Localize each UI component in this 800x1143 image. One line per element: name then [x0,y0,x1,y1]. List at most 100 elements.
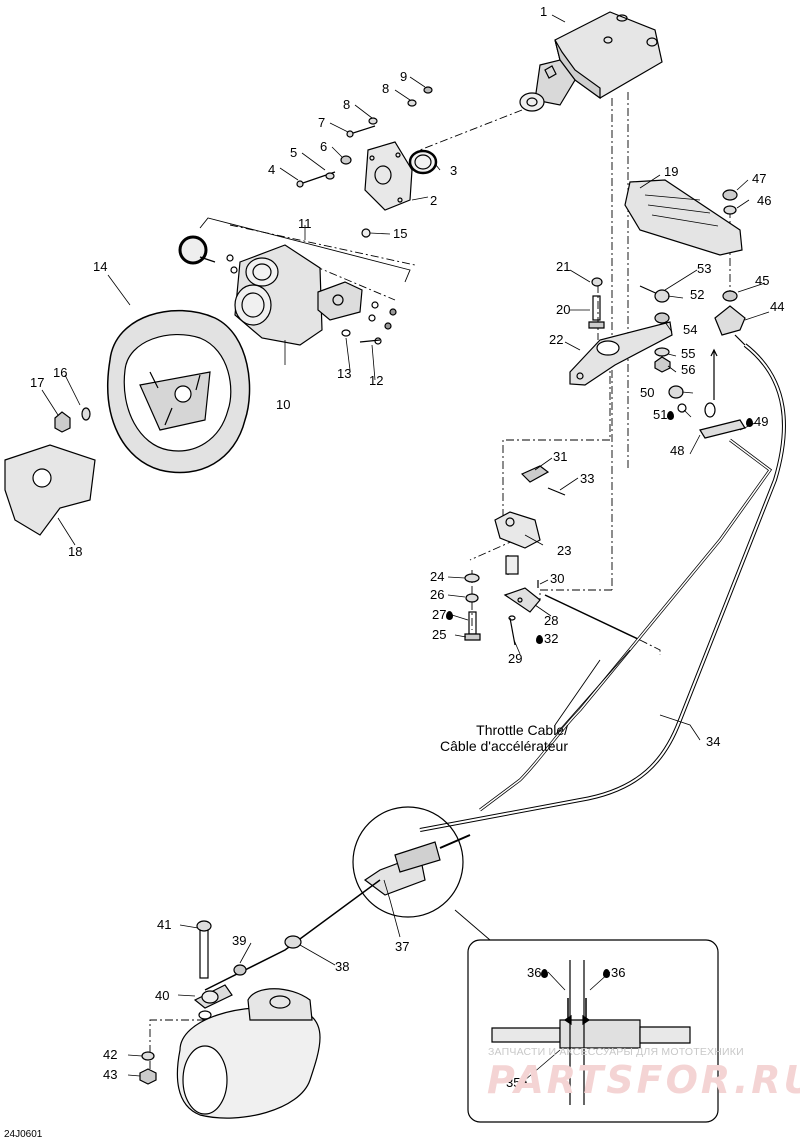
steering-wheel [107,309,251,474]
callout-2: 2 [430,193,438,208]
drop-icon [520,1079,528,1088]
callout-21: 21 [556,259,571,274]
drop-icon [446,611,454,620]
o-ring [408,149,438,175]
callout-43: 43 [103,1067,118,1082]
callout-39: 39 [232,933,247,948]
callout-8b: 8 [382,81,390,96]
callout-24: 24 [430,569,445,584]
diagram-code: 24J0601 [4,1129,43,1140]
callout-53: 53 [697,261,712,276]
callout-11: 11 [298,216,312,231]
callout-48: 48 [670,443,685,458]
wheel-nut [54,407,91,433]
callout-16: 16 [53,365,68,380]
bolt-20 [588,277,605,329]
callout-29: 29 [508,651,523,666]
callout-32-label: 32 [544,631,559,646]
drop-icon [536,635,543,644]
center-pad [4,444,96,536]
callout-46: 46 [757,193,772,208]
watermark-caption: ЗАПЧАСТИ И АКСЕССУАРЫ ДЛЯ МОТОТЕХНИКИ [488,1046,744,1058]
callout-32: 32 [536,632,558,646]
callout-22: 22 [549,332,564,347]
callout-55: 55 [681,346,696,361]
mounting-bracket [364,141,413,211]
callout-9: 9 [400,69,408,84]
callout-10: 10 [276,397,291,412]
watermark-logo: PARTSFOR.RU [487,1058,800,1102]
callout-30: 30 [550,571,565,586]
callout-27-label: 27 [432,607,447,622]
callout-41: 41 [157,917,172,932]
callout-18: 18 [68,544,83,559]
throttle-leaders [554,649,631,736]
callout-42: 42 [103,1047,118,1062]
callout-15: 15 [393,226,408,241]
leader-lines [41,14,770,1081]
callout-49-label: 49 [754,414,769,429]
callout-51-label: 51 [653,407,668,422]
callout-13: 13 [337,366,352,381]
callout-5: 5 [290,145,298,160]
callout-17: 17 [30,375,45,390]
callout-27: 27 [432,608,454,622]
callout-56: 56 [681,362,696,377]
callout-54: 54 [683,322,698,337]
callout-47: 47 [752,171,767,186]
callout-36a: 36 [527,966,549,980]
callout-14: 14 [93,259,108,274]
drop-icon [667,411,675,420]
callout-28: 28 [544,613,559,628]
callout-12: 12 [369,373,384,388]
callout-3: 3 [450,163,458,178]
callout-45: 45 [755,273,770,288]
callout-1: 1 [540,4,548,19]
throttle-cable [419,343,786,832]
nozzle-assembly [139,879,381,1119]
detail-circle [352,806,491,941]
drop-icon [746,418,753,427]
callout-33: 33 [580,471,595,486]
callout-36b-label: 36 [611,965,626,980]
callout-40: 40 [155,988,170,1003]
drop-icon [541,969,549,978]
callout-26: 26 [430,587,445,602]
throttle-cable-label: Throttle Cable/ Câble d'accélérateur [388,722,568,754]
hardware-4-9 [296,86,433,238]
callout-20: 20 [556,302,571,317]
callout-35-label: 35 [506,1075,521,1090]
lever-22 [569,321,673,386]
callout-6: 6 [320,139,328,154]
callout-19: 19 [664,164,679,179]
steering-column-housing [519,11,663,112]
throttle-cable-label-fr: Câble d'accélérateur [440,738,568,754]
callout-50: 50 [640,385,655,400]
cable-end-44 [714,290,746,346]
column-cover [178,235,397,346]
callout-51: 51 [653,408,675,422]
callout-7: 7 [318,115,326,130]
callout-38: 38 [335,959,350,974]
throttle-lever-group [464,465,641,646]
callout-4: 4 [268,162,276,177]
callout-36b: 36 [603,966,625,980]
callout-23: 23 [557,543,572,558]
callout-52: 52 [690,287,705,302]
callout-34: 34 [706,734,721,749]
lever-plate [624,179,743,256]
callout-35: 35 [506,1076,528,1090]
callout-36a-label: 36 [527,965,542,980]
callout-25: 25 [432,627,447,642]
callout-8: 8 [343,97,351,112]
throttle-cable-label-en: Throttle Cable/ [476,722,568,738]
callout-44: 44 [770,299,785,314]
callout-37: 37 [395,939,410,954]
callout-49: 49 [746,415,768,429]
guide-lines [149,92,731,1080]
callout-31: 31 [553,449,568,464]
drop-icon [603,969,610,978]
inset-detail-box [467,939,719,1123]
ball-joint-hardware [639,285,671,373]
